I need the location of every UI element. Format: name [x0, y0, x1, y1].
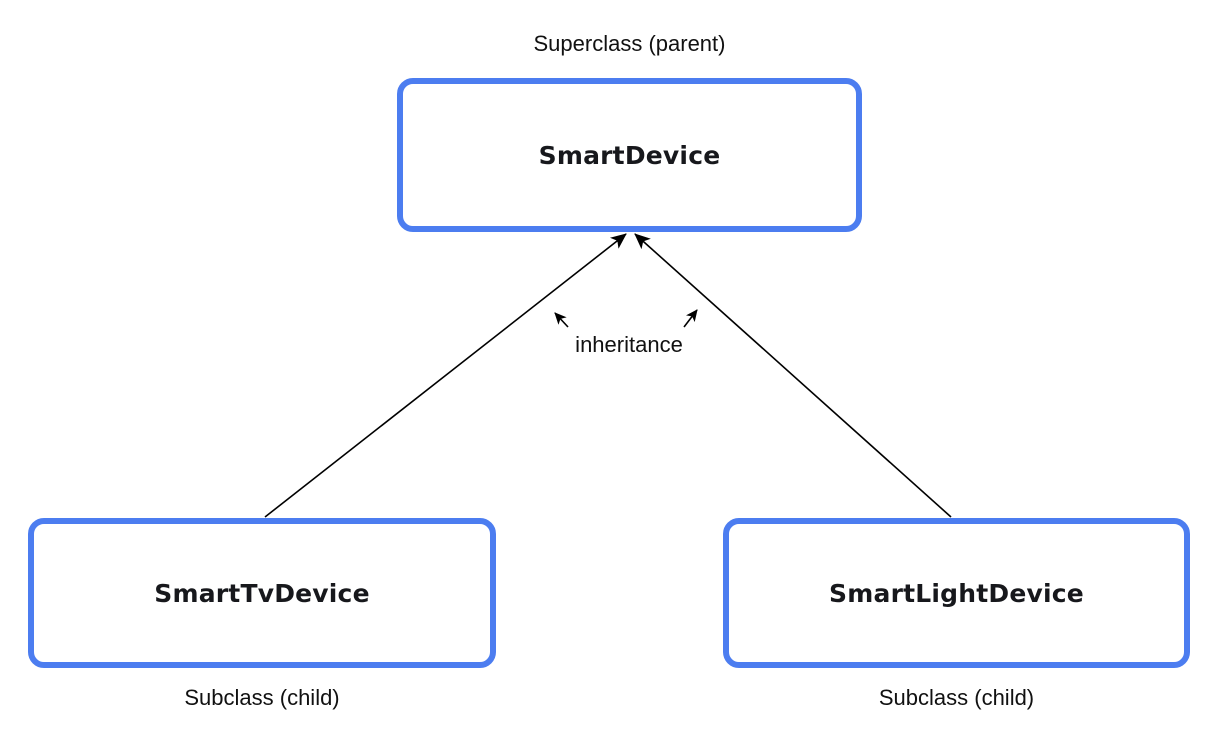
superclass-role-label: Superclass (parent) [533, 31, 726, 56]
inheritance-label: inheritance [575, 332, 683, 357]
superclass-node: SmartDevice [397, 78, 862, 232]
superclass-name: SmartDevice [538, 140, 721, 170]
inheritance-pointer-left-icon [554, 312, 569, 328]
subclass-node-smarttvdevice: SmartTvDevice [28, 518, 496, 668]
edge-smarttvdevice-to-smartdevice [264, 233, 627, 518]
subclass-node-smartlightdevice: SmartLightDevice [723, 518, 1190, 668]
edge-smartlightdevice-to-smartdevice [634, 233, 952, 518]
subclass-name-smarttvdevice: SmartTvDevice [154, 578, 370, 608]
subclass-role-label-right: Subclass (child) [878, 685, 1035, 710]
subclass-name-smartlightdevice: SmartLightDevice [829, 578, 1084, 608]
inheritance-pointer-right-icon [683, 309, 698, 328]
subclass-role-label-left: Subclass (child) [184, 685, 340, 710]
